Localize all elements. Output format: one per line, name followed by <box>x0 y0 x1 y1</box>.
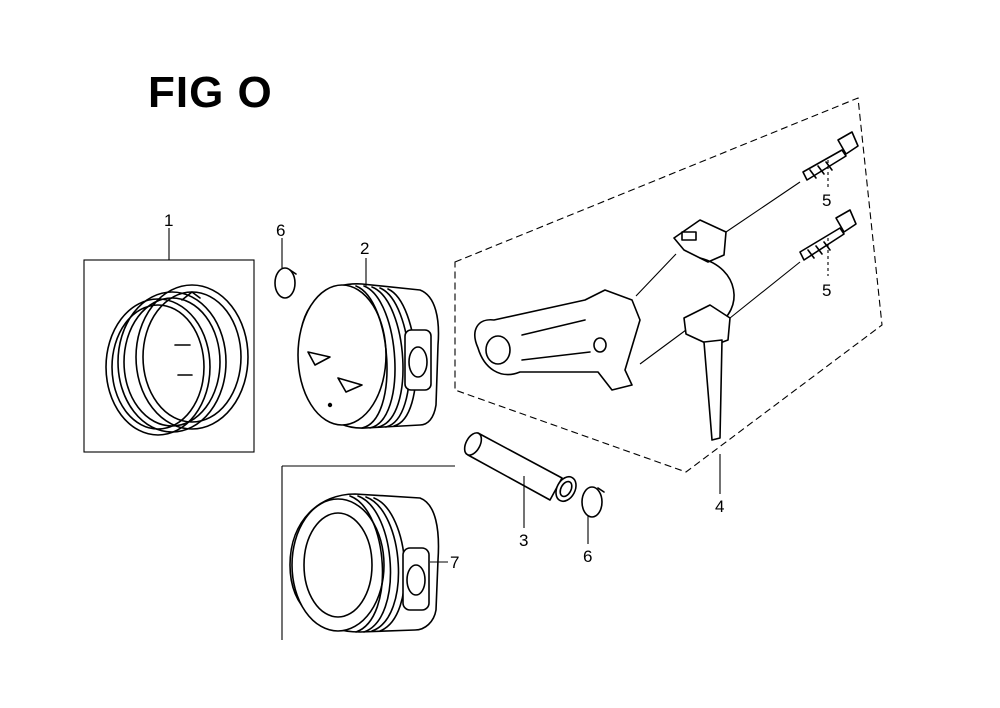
piston-ring-set[interactable] <box>83 259 255 453</box>
piston-oversize[interactable] <box>281 465 455 640</box>
figure-title: FIG O <box>148 68 273 117</box>
callout-5-lower: 5 <box>822 281 831 300</box>
piston-standard[interactable] <box>297 283 440 429</box>
callout-labels: 1 2 3 4 5 5 6 6 7 <box>164 191 831 572</box>
callout-7: 7 <box>450 553 459 572</box>
callout-3: 3 <box>519 531 528 550</box>
callout-1: 1 <box>164 211 173 230</box>
pin-clip-lower[interactable] <box>581 486 605 518</box>
callout-6-lower: 6 <box>583 547 592 566</box>
connecting-rod-assembly[interactable] <box>454 97 883 473</box>
piston-pin[interactable] <box>461 430 580 505</box>
rod-bolt-lower[interactable] <box>799 209 857 261</box>
conrod-frame <box>454 97 883 473</box>
callout-6-upper: 6 <box>276 221 285 240</box>
pin-clip-upper[interactable] <box>274 267 297 299</box>
leader-lines <box>168 160 829 563</box>
rod-bolt-upper[interactable] <box>802 131 859 181</box>
callout-5-upper: 5 <box>822 191 831 210</box>
callout-2: 2 <box>360 239 369 258</box>
callout-4: 4 <box>715 497 724 516</box>
oversize-frame <box>281 465 455 640</box>
